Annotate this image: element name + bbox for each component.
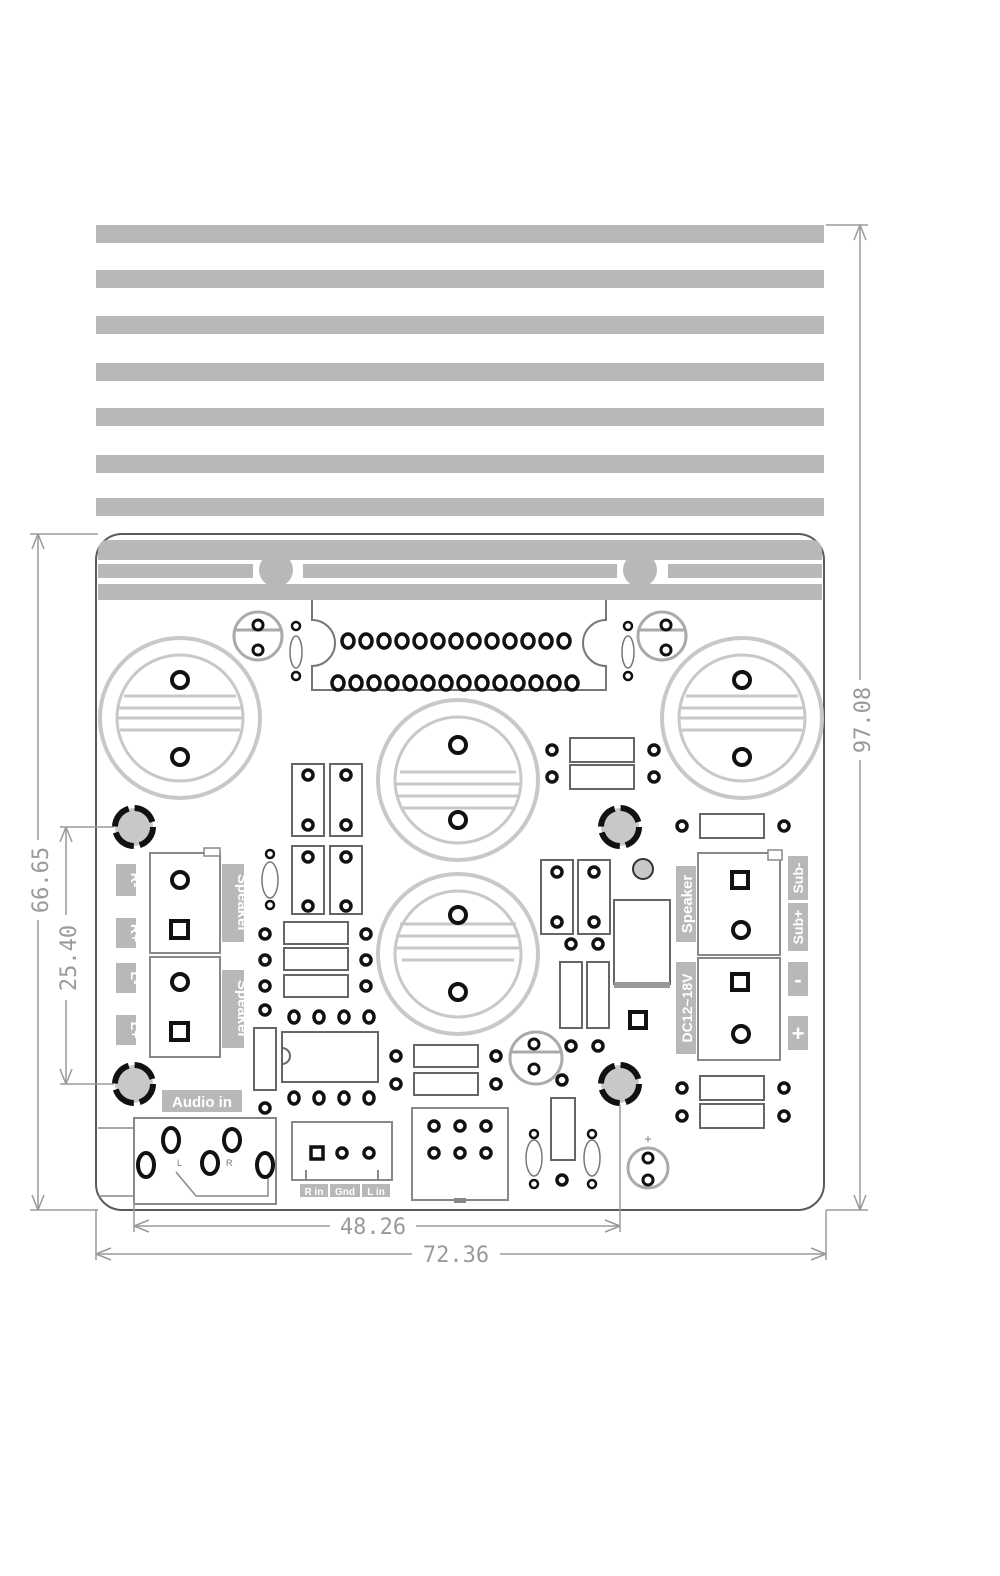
- opamp-dip8: [281, 1009, 379, 1106]
- resistors-right-upper: [545, 737, 791, 839]
- label-speaker-sub: Speaker: [679, 875, 696, 934]
- small-parts-bottom-right: [525, 1073, 670, 1190]
- resistors-center-left: [253, 848, 373, 1115]
- heatsink-fins: [96, 225, 824, 516]
- dim-mount-horizontal: 48.26: [340, 1215, 406, 1240]
- label-speaker-left: Speaker: [234, 980, 251, 1039]
- electrolytic-cap-left: [98, 636, 262, 800]
- label-l-in: L in: [367, 1187, 385, 1198]
- board-outline: [95, 533, 825, 1211]
- label-jack-l: L: [177, 1158, 182, 1168]
- film-cap-pads-left: [301, 768, 353, 913]
- label-sub-plus: Sub+: [790, 910, 806, 945]
- film-caps-right: [540, 859, 671, 1053]
- ic-chip-outline: [311, 600, 607, 691]
- right-label-boxes: [676, 856, 808, 1054]
- speaker-terminal-sub: [697, 849, 783, 956]
- label-minus-sign: -: [794, 967, 801, 992]
- label-l-minus: L-: [128, 971, 144, 985]
- heatsink-base: [98, 540, 822, 600]
- header-6pin: [411, 1107, 509, 1203]
- dim-mount-vertical: 25.40: [57, 925, 82, 991]
- small-caps-top: [232, 610, 688, 682]
- dim-board-width: 72.36: [423, 1243, 489, 1268]
- label-r-in: R in: [305, 1187, 324, 1198]
- audio-in-label-box: [162, 1090, 242, 1112]
- label-plus-sign: +: [792, 1021, 805, 1046]
- label-sub-minus: Sub-: [790, 862, 806, 893]
- dim-board-height: 66.65: [29, 847, 54, 913]
- channel-label-boxes: [116, 864, 136, 1045]
- power-terminal-dc: [697, 957, 781, 1061]
- mounting-holes: [112, 805, 654, 1106]
- dim-total-height: 97.08: [851, 687, 876, 753]
- label-small-plus: +: [644, 1132, 651, 1146]
- label-r-plus: R+: [128, 924, 144, 942]
- electrolytic-cap-center-bottom: [376, 872, 540, 1036]
- ic-pins-row-bottom: [330, 674, 580, 692]
- resistors-center-bottom: [389, 1030, 564, 1096]
- electrolytic-cap-center-top: [376, 698, 540, 862]
- label-jack-r: R: [226, 1158, 233, 1168]
- electrolytic-cap-right: [660, 636, 824, 800]
- speaker-terminal-left-channel: [149, 956, 244, 1058]
- label-r-minus: R-: [128, 873, 144, 888]
- resistors-right-lower: [675, 1075, 791, 1129]
- label-audio-in: Audio in: [172, 1094, 232, 1111]
- label-l-plus: L+: [128, 1022, 144, 1039]
- audio-in-jack: [98, 1117, 277, 1205]
- label-gnd: Gnd: [335, 1187, 355, 1198]
- label-dc-supply: DC12~18V: [679, 973, 695, 1043]
- label-speaker-right: Speaker: [234, 874, 251, 933]
- input-header-3pin: [291, 1121, 393, 1197]
- dimension-lines: [30, 224, 868, 1261]
- speaker-terminal-right-channel: [149, 847, 244, 954]
- ic-pins-row-top: [340, 632, 572, 650]
